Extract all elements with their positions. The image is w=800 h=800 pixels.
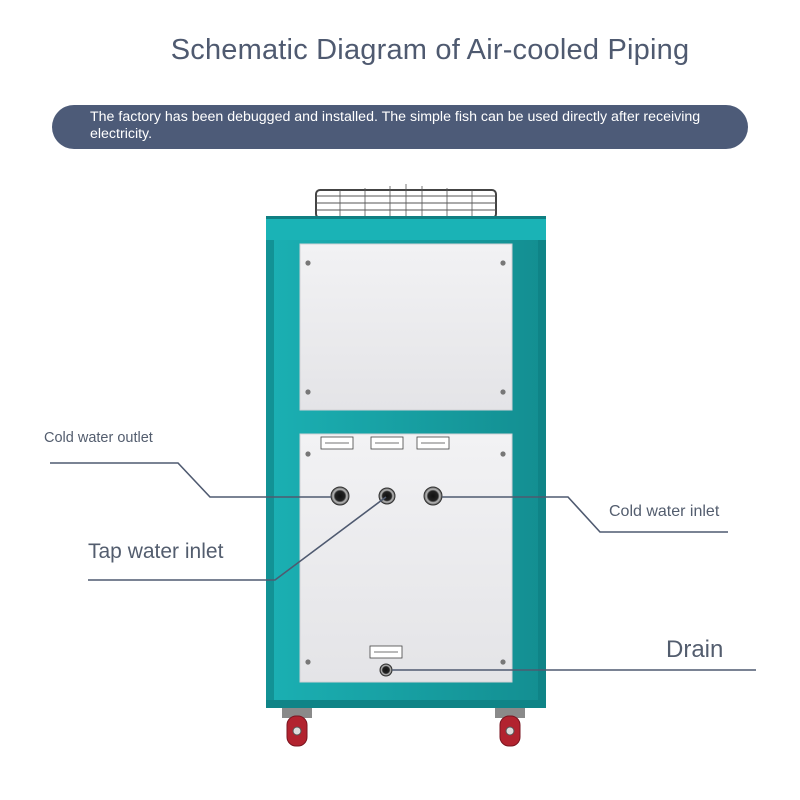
- pipe-port-icon: [378, 487, 396, 505]
- leader-line-cold-water-outlet: [50, 462, 331, 498]
- info-banner: The factory has been debugged and instal…: [52, 105, 748, 149]
- label-cold-water-outlet: Cold water outlet: [44, 430, 153, 446]
- caster-wheel-icon: [282, 708, 312, 747]
- caster-wheel-icon: [495, 708, 525, 747]
- pipe-port-icon: [379, 663, 393, 677]
- pipe-port-icon: [423, 486, 443, 506]
- pipe-port-icon: [330, 486, 350, 506]
- fan-guard-icon: [315, 184, 497, 219]
- upper-panel: [299, 243, 513, 411]
- label-drain: Drain: [666, 636, 724, 663]
- leader-line-cold-water-inlet: [442, 496, 728, 533]
- info-banner-text: The factory has been debugged and instal…: [90, 109, 701, 142]
- leader-line-tap-water-inlet: [88, 496, 387, 581]
- lower-panel: [299, 433, 513, 683]
- page-title: Schematic Diagram of Air-cooled Piping: [170, 34, 690, 66]
- label-cold-water-inlet: Cold water inlet: [609, 503, 720, 520]
- label-tap-water-inlet: Tap water inlet: [88, 540, 224, 563]
